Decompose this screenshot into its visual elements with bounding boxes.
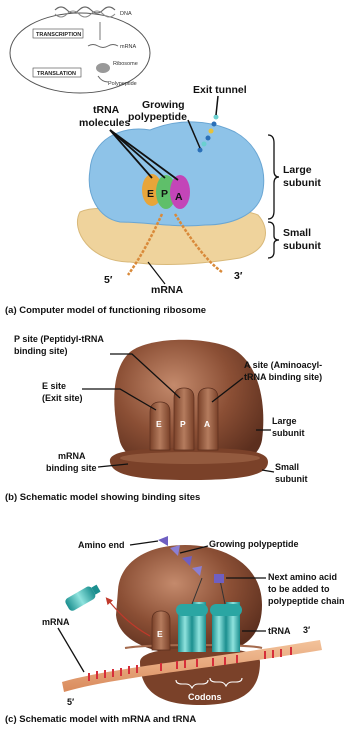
e-site-label-2: (Exit site) [42,393,83,403]
five-prime-c-label: 5′ [67,697,74,707]
caption-c: (c) Schematic model with mRNA and tRNA [5,714,196,725]
large-subunit-b-label-2: subunit [272,428,305,438]
mrna-binding-label-1: mRNA [58,451,86,461]
small-subunit-b-label-2: subunit [275,474,308,484]
small-subunit-label-2: subunit [283,240,321,252]
small-subunit-b-label-1: Small [275,462,299,472]
growing-polypeptide-label-2: polypeptide [128,111,187,123]
large-subunit-b-label-1: Large [272,416,297,426]
inset-ribosome [96,63,110,73]
caption-b: (b) Schematic model showing binding site… [5,492,200,503]
inset-translation-label: TRANSLATION [37,71,76,77]
e-site-label-1: E site [42,381,66,391]
codons-label: Codons [188,692,222,702]
mrna-c-label: mRNA [42,617,70,627]
next-amino-acid-label-3: polypeptide chain [268,596,345,606]
p-site-label-2: binding site) [14,346,68,356]
released-trna [64,582,102,612]
trna-p-site [176,602,208,652]
panel-c-schematic: E [5,536,345,725]
site-e-model-label: E [147,188,154,200]
small-subunit-label-1: Small [283,227,311,239]
three-prime-label-a: 3′ [234,270,243,282]
site-e-c-label: E [157,629,163,639]
trna-molecules-label-1: tRNA [93,104,120,116]
site-p-schematic-label: P [180,419,186,429]
site-p-model-label: P [161,188,168,200]
panel-a-ribosome-model: E P A tRNA molecules Growing polypeptide… [5,84,321,316]
large-subunit-label-1: Large [283,164,312,176]
panel-b-schematic: E P A P site (Peptidyl-tRNA binding site… [5,334,322,503]
a-site-label-2: tRNA binding site) [244,372,322,382]
mrna-binding-label-2: binding site [46,463,97,473]
growing-polypeptide-label-1: Growing [142,99,185,111]
exit-tunnel-label: Exit tunnel [193,84,247,96]
large-subunit-bracket [268,135,279,219]
inset-polypeptide-label: Polypeptide [108,81,137,87]
inset-mrna-label: mRNA [120,44,137,50]
trna-a-site [210,602,242,652]
three-prime-c-label: 3′ [303,625,310,635]
five-prime-label-a: 5′ [104,274,113,286]
p-site-label-1: P site (Peptidyl-tRNA [14,334,104,344]
caption-a: (a) Computer model of functioning riboso… [5,305,206,316]
mrna-label-a: mRNA [151,284,184,296]
site-a-schematic-label: A [204,419,210,429]
growing-polypeptide-c-label: Growing polypeptide [209,539,299,549]
large-subunit-label-2: subunit [283,177,321,189]
small-subunit-bracket [268,222,279,258]
site-a-model-label: A [175,191,183,203]
amino-end-label: Amino end [78,540,125,550]
a-site-label-1: A site (Aminoacyl- [244,360,322,370]
next-amino-acid-label-1: Next amino acid [268,572,337,582]
inset-cell-diagram: DNA TRANSCRIPTION mRNA TRANSLATION Ribos… [10,7,150,93]
trna-c-label: tRNA [268,626,291,636]
trna-molecules-label-2: molecules [79,117,131,129]
next-amino-acid-bead [214,574,224,583]
inset-ribosome-label: Ribosome [113,61,138,67]
inset-dna-label: DNA [120,11,132,17]
inset-transcription-label: TRANSCRIPTION [36,32,81,38]
next-amino-acid-label-2: to be added to [268,584,330,594]
site-e-schematic-label: E [156,419,162,429]
inset-dna-helix [55,7,115,13]
